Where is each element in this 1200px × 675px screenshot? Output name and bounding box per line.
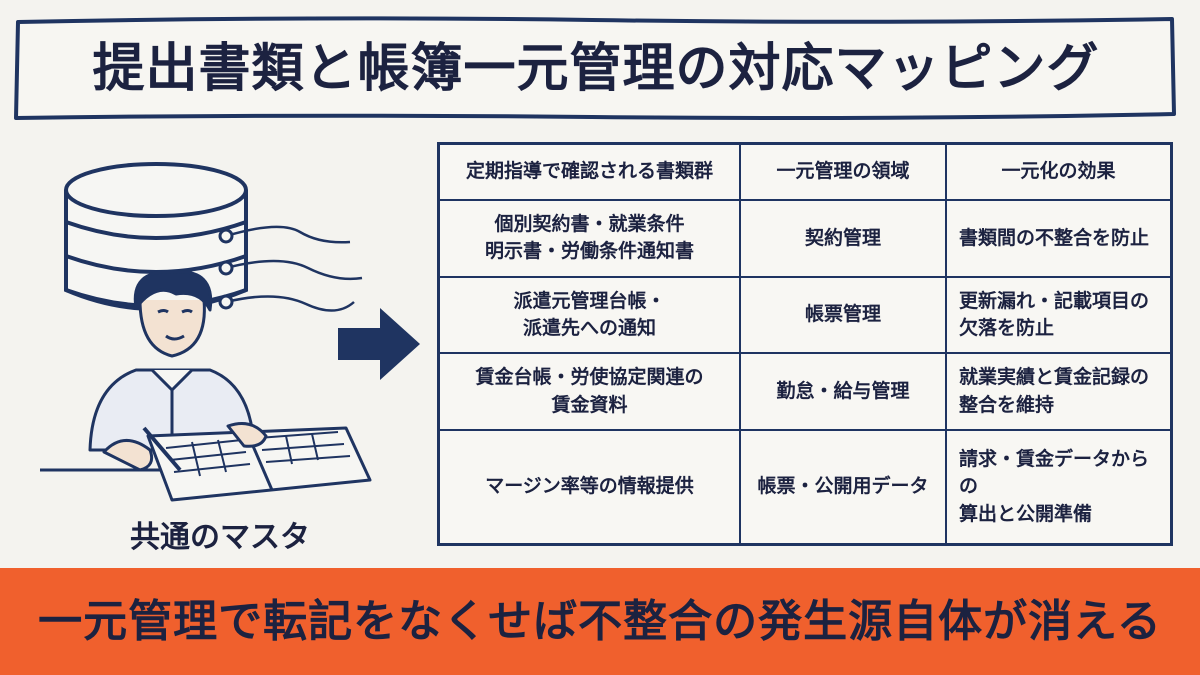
master-label: 共通のマスタ [130, 520, 310, 555]
table-header-row: 定期指導で確認される書類群 一元管理の領域 一元化の効果 [437, 142, 1173, 201]
cell-docs: 個別契約書・就業条件 明示書・労働条件通知書 [437, 199, 741, 278]
cell-effect: 書類間の不整合を防止 [945, 199, 1173, 278]
mapping-table: 定期指導で確認される書類群 一元管理の領域 一元化の効果 個別契約書・就業条件 … [437, 142, 1173, 546]
cell-line: 整合を維持 [959, 393, 1055, 416]
title-frame-border [14, 16, 1176, 120]
cell-docs: マージン率等の情報提供 [437, 429, 741, 546]
cell-domain: 勤怠・給与管理 [739, 352, 947, 432]
cell-line: 書類間の不整合を防止 [959, 226, 1150, 249]
cell-line: 個別契約書・就業条件 [494, 212, 685, 235]
arrow-right-icon [338, 308, 420, 380]
page-title: 提出書類と帳簿一元管理の対応マッピング [92, 39, 1100, 99]
cell-effect: 更新漏れ・記載項目の 欠落を防止 [945, 275, 1173, 355]
cell-docs: 派遣元管理台帳・ 派遣先への通知 [437, 275, 741, 355]
cell-line: 算出と公開準備 [959, 502, 1093, 525]
cell-line: 就業実績と賃金記録の [959, 366, 1150, 389]
header-docs: 定期指導で確認される書類群 [437, 142, 741, 201]
table-row: マージン率等の情報提供 帳票・公開用データ 請求・賃金データからの 算出と公開準… [437, 429, 1173, 546]
cell-line: 請求・賃金データからの [959, 447, 1150, 498]
table-row: 賃金台帳・労使協定関連の 賃金資料 勤怠・給与管理 就業実績と賃金記録の 整合を… [437, 352, 1173, 432]
cell-line: 欠落を防止 [959, 317, 1055, 340]
header-effect: 一元化の効果 [945, 142, 1173, 201]
master-data-illustration [40, 162, 372, 502]
cell-domain: 帳票管理 [739, 275, 947, 355]
cell-line: 賃金資料 [551, 393, 628, 416]
table-row: 個別契約書・就業条件 明示書・労働条件通知書 契約管理 書類間の不整合を防止 [437, 199, 1173, 278]
connector-dots [218, 228, 234, 310]
title-frame: 提出書類と帳簿一元管理の対応マッピング [12, 14, 1180, 124]
cell-line: 更新漏れ・記載項目の [959, 289, 1150, 312]
cell-docs: 賃金台帳・労使協定関連の 賃金資料 [437, 352, 741, 432]
cell-line: 明示書・労働条件通知書 [484, 240, 694, 263]
cell-line: 派遣先への通知 [522, 317, 656, 340]
header-domain: 一元管理の領域 [739, 142, 947, 201]
person-reading-icon [40, 270, 372, 502]
cell-line: マージン率等の情報提供 [485, 475, 694, 498]
cell-effect: 請求・賃金データからの 算出と公開準備 [945, 429, 1173, 546]
cell-domain: 契約管理 [739, 199, 947, 278]
conclusion-banner: 一元管理で転記をなくせば不整合の発生源自体が消える [0, 568, 1200, 675]
cell-line: 派遣元管理台帳・ [513, 289, 666, 312]
conclusion-text: 一元管理で転記をなくせば不整合の発生源自体が消える [38, 596, 1162, 647]
cell-line: 賃金台帳・労使協定関連の [475, 366, 704, 389]
connection-lines [225, 225, 363, 312]
cell-effect: 就業実績と賃金記録の 整合を維持 [945, 352, 1173, 432]
cell-domain: 帳票・公開用データ [739, 429, 947, 546]
table-row: 派遣元管理台帳・ 派遣先への通知 帳票管理 更新漏れ・記載項目の 欠落を防止 [437, 275, 1173, 355]
